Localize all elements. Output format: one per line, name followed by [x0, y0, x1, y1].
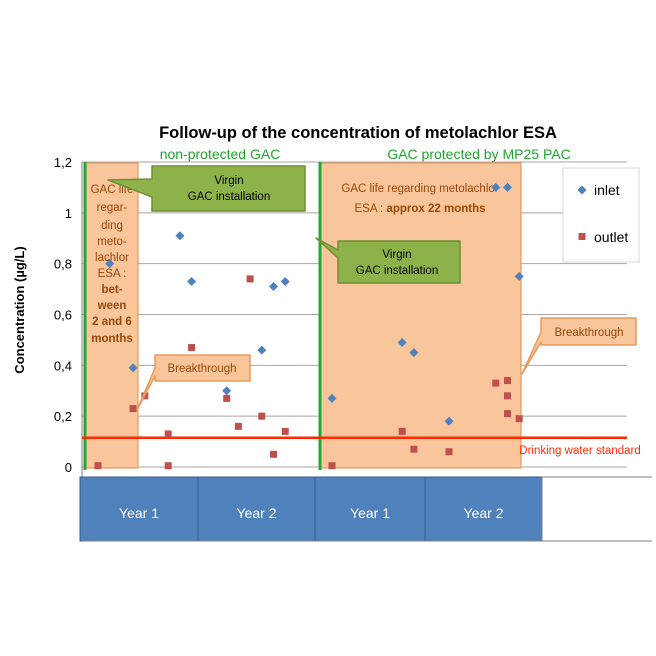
gac-life-right-text-2: ESA : approx 22 months: [354, 203, 485, 215]
outlet-point: [398, 427, 406, 435]
outlet-point: [223, 394, 231, 402]
chart-title: Follow-up of the concentration of metola…: [159, 124, 557, 142]
gac-life-left-text: bet-: [101, 284, 122, 296]
gac-life-left-text: 2 and 6: [92, 316, 132, 328]
gac-life-left-text: ween: [97, 300, 127, 312]
outlet-point: [492, 379, 500, 387]
outlet-point: [410, 445, 418, 453]
outlet-point: [94, 462, 102, 470]
drinking-water-standard-label: Drinking water standard: [519, 445, 640, 457]
inlet-point: [514, 271, 524, 281]
year-label: Year 1: [350, 505, 390, 521]
outlet-point: [515, 415, 523, 423]
section-label-left: non-protected GAC: [160, 146, 281, 162]
callout-virgin-1-text: GAC installation: [188, 191, 270, 203]
callout-virgin-1-text: Virgin: [214, 175, 243, 187]
inlet-point: [175, 231, 185, 241]
outlet-point: [164, 430, 172, 438]
y-axis-label: Concentration (µg/L): [12, 246, 27, 373]
callout-breakthrough-2: [521, 317, 637, 375]
gac-life-left-text: GAC life: [91, 184, 134, 196]
outlet-point: [234, 422, 242, 430]
y-tick-label: 0,8: [54, 257, 72, 272]
y-tick-label: 0,6: [54, 308, 72, 323]
callout-breakthrough-1-text: Breakthrough: [167, 363, 236, 375]
data-points: [94, 182, 524, 470]
inlet-point: [444, 416, 454, 426]
gac-life-left-text: regar-: [97, 202, 128, 214]
callout-virgin-2: [315, 237, 461, 284]
gac-life-left-text: ESA :: [98, 268, 127, 280]
inlet-point: [327, 393, 337, 403]
legend-outlet-marker: [578, 233, 586, 240]
reference-line-group: Drinking water standard: [82, 436, 641, 457]
inlet-point: [280, 276, 290, 286]
year-box: [424, 476, 543, 542]
inlet-point: [257, 345, 267, 355]
legend: inlet outlet: [562, 167, 640, 263]
legend-inlet-marker: [577, 185, 587, 195]
callout-virgin-2-text: GAC installation: [356, 265, 438, 277]
legend-inlet-label: inlet: [594, 182, 620, 198]
inlet-point: [128, 363, 138, 373]
inlet-point: [187, 276, 197, 286]
outlet-point: [258, 412, 266, 420]
inlet-point: [491, 182, 501, 192]
outlet-point: [504, 392, 511, 400]
year-box: [197, 476, 316, 542]
outlet-point: [129, 405, 137, 413]
gac-life-left-text: ding: [101, 220, 123, 232]
outlet-point: [504, 377, 511, 385]
y-tick-label: 0,2: [54, 409, 72, 424]
x-axis-categories: Year 1 Year 2 Year 1 Year 2: [79, 476, 652, 542]
legend-outlet-label: outlet: [594, 229, 628, 245]
inlet-point: [269, 282, 278, 292]
outlet-point: [246, 275, 254, 283]
outlet-point: [270, 450, 277, 458]
callout-virgin-2-text: Virgin: [382, 249, 411, 261]
y-tick-label: 1: [65, 206, 72, 221]
gac-life-left-text: months: [91, 333, 133, 345]
inlet-point: [222, 386, 232, 396]
callout-breakthrough-2-text: Breakthrough: [554, 327, 623, 339]
y-tick-label: 0: [65, 460, 72, 475]
outlet-point: [164, 462, 172, 470]
year-label: Year 2: [237, 505, 277, 521]
gac-life-left-text: meto-: [97, 236, 127, 248]
outlet-point: [188, 344, 196, 352]
y-tick-label: 0,4: [54, 358, 72, 373]
inlet-point: [397, 337, 407, 347]
gac-life-right-text: GAC life regarding metolachlor: [341, 183, 498, 195]
inlet-point: [409, 348, 419, 358]
outlet-point: [445, 448, 453, 456]
outlet-point: [328, 462, 336, 470]
outlet-point: [281, 427, 289, 435]
legend-box: [562, 167, 640, 263]
y-axis: 0 0,2 0,4 0,6 0,8 1 1,2: [54, 155, 83, 477]
outlet-point: [504, 410, 511, 418]
gac-life-left-text: lachlor: [95, 252, 129, 264]
section-label-right: GAC protected by MP25 PAC: [387, 146, 570, 162]
inlet-point: [503, 182, 512, 192]
gac-life-band-right: [319, 162, 522, 469]
year-label: Year 1: [119, 505, 159, 521]
y-tick-label: 1,2: [54, 155, 72, 170]
inlet-point: [105, 259, 115, 269]
year-label: Year 2: [464, 505, 504, 521]
callout-virgin-1: [107, 165, 306, 212]
callout-breakthrough-1: [136, 354, 251, 411]
